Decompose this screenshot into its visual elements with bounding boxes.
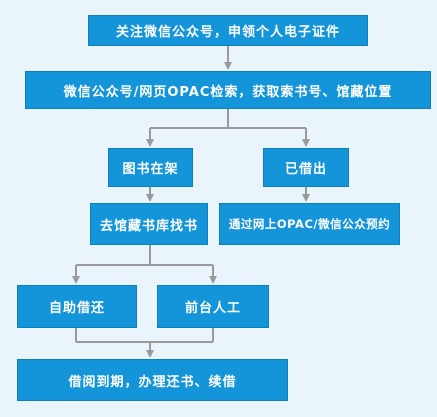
step-on-shelf: 图书在架: [108, 148, 193, 187]
step-reserve: 通过网上OPAC/微信公众预约: [219, 203, 400, 245]
step-due-date: 借阅到期，办理还书、续借: [17, 359, 288, 401]
step-search: 微信公众号/网页OPAC检索，获取索书号、馆藏位置: [25, 71, 431, 109]
step-borrowed: 已借出: [263, 148, 349, 187]
step-follow-account: 关注微信公众号，申领个人电子证件: [88, 15, 368, 46]
step-self-service: 自助借还: [17, 285, 137, 328]
step-front-desk: 前台人工: [157, 285, 269, 328]
step-go-to-stacks: 去馆藏书库找书: [90, 203, 208, 245]
